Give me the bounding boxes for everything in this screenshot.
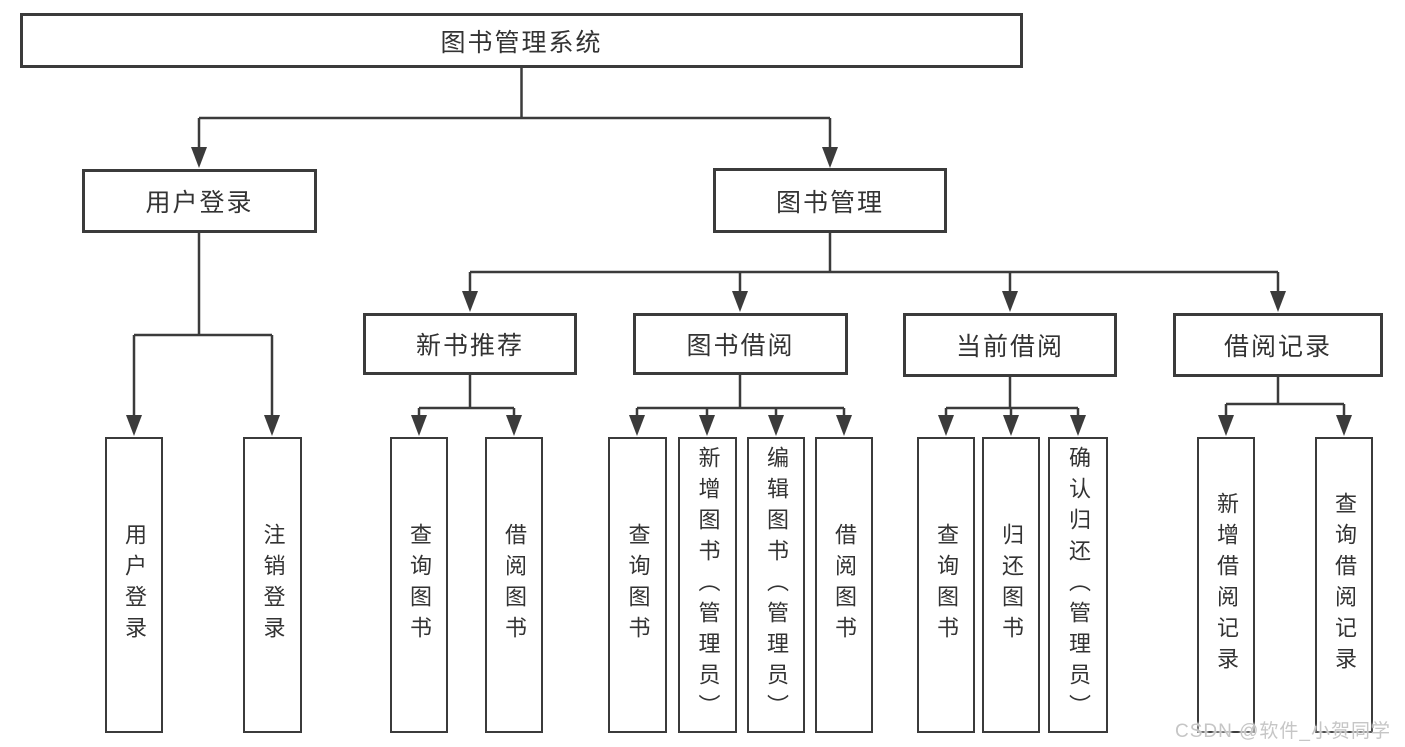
node-label: 用户登录 <box>145 189 254 217</box>
connector-borrow-records-group <box>1218 377 1352 436</box>
node-confirm-return-admin: 确认归还（管理员） <box>1048 437 1108 733</box>
node-label: 当前借阅 <box>955 333 1064 361</box>
node-label: 新书推荐 <box>415 332 524 360</box>
connector-borrowing-group <box>629 375 852 436</box>
node-label: 图书管理系统 <box>440 28 603 57</box>
node-label: 借阅图书 <box>502 523 527 647</box>
node-add-borrow-record: 新增借阅记录 <box>1197 437 1255 733</box>
node-book-borrowing: 图书借阅 <box>633 313 848 375</box>
connector-current-borrow-group <box>938 377 1086 436</box>
node-label: 新增图书（管理员） <box>695 445 721 725</box>
node-label: 编辑图书（管理员） <box>764 445 789 725</box>
node-label: 查询图书 <box>934 523 959 647</box>
node-label: 归还图书 <box>999 523 1024 647</box>
node-label: 图书借阅 <box>686 332 795 360</box>
node-current-borrowing: 当前借阅 <box>903 313 1117 377</box>
node-query-borrow-record: 查询借阅记录 <box>1315 437 1373 733</box>
node-label: 查询图书 <box>407 523 432 647</box>
node-label: 图书管理 <box>775 188 884 217</box>
node-query-books: 查询图书 <box>917 437 975 733</box>
node-label: 确认归还（管理员） <box>1066 445 1091 725</box>
connector-book-management-group <box>462 233 1286 312</box>
node-label: 查询借阅记录 <box>1332 492 1357 678</box>
node-label: 借阅图书 <box>832 523 857 647</box>
node-label: 新增借阅记录 <box>1214 492 1239 678</box>
node-library-system: 图书管理系统 <box>20 13 1023 68</box>
node-label: 用户登录 <box>122 523 147 647</box>
connector-user-login-group <box>126 233 280 436</box>
node-borrow-books: 借阅图书 <box>485 437 543 733</box>
node-user-login-leaf: 用户登录 <box>105 437 163 733</box>
node-edit-book-admin: 编辑图书（管理员） <box>747 437 805 733</box>
node-label: 借阅记录 <box>1223 333 1332 361</box>
node-label: 注销登录 <box>260 523 286 647</box>
connector-new-books-group <box>411 375 522 436</box>
node-new-book-recommend: 新书推荐 <box>363 313 577 375</box>
node-borrow-records: 借阅记录 <box>1173 313 1383 377</box>
node-borrow-books: 借阅图书 <box>815 437 873 733</box>
node-query-books: 查询图书 <box>608 437 667 733</box>
csdn-watermark: CSDN @软件_小贺同学 <box>1175 721 1391 742</box>
node-logout-leaf: 注销登录 <box>243 437 302 733</box>
node-add-book-admin: 新增图书（管理员） <box>678 437 737 733</box>
connector-root-to-level2 <box>191 68 838 168</box>
node-query-books: 查询图书 <box>390 437 448 733</box>
node-user-login: 用户登录 <box>82 169 317 233</box>
node-return-books: 归还图书 <box>982 437 1040 733</box>
node-book-management: 图书管理 <box>713 168 947 233</box>
node-label: 查询图书 <box>625 523 651 647</box>
